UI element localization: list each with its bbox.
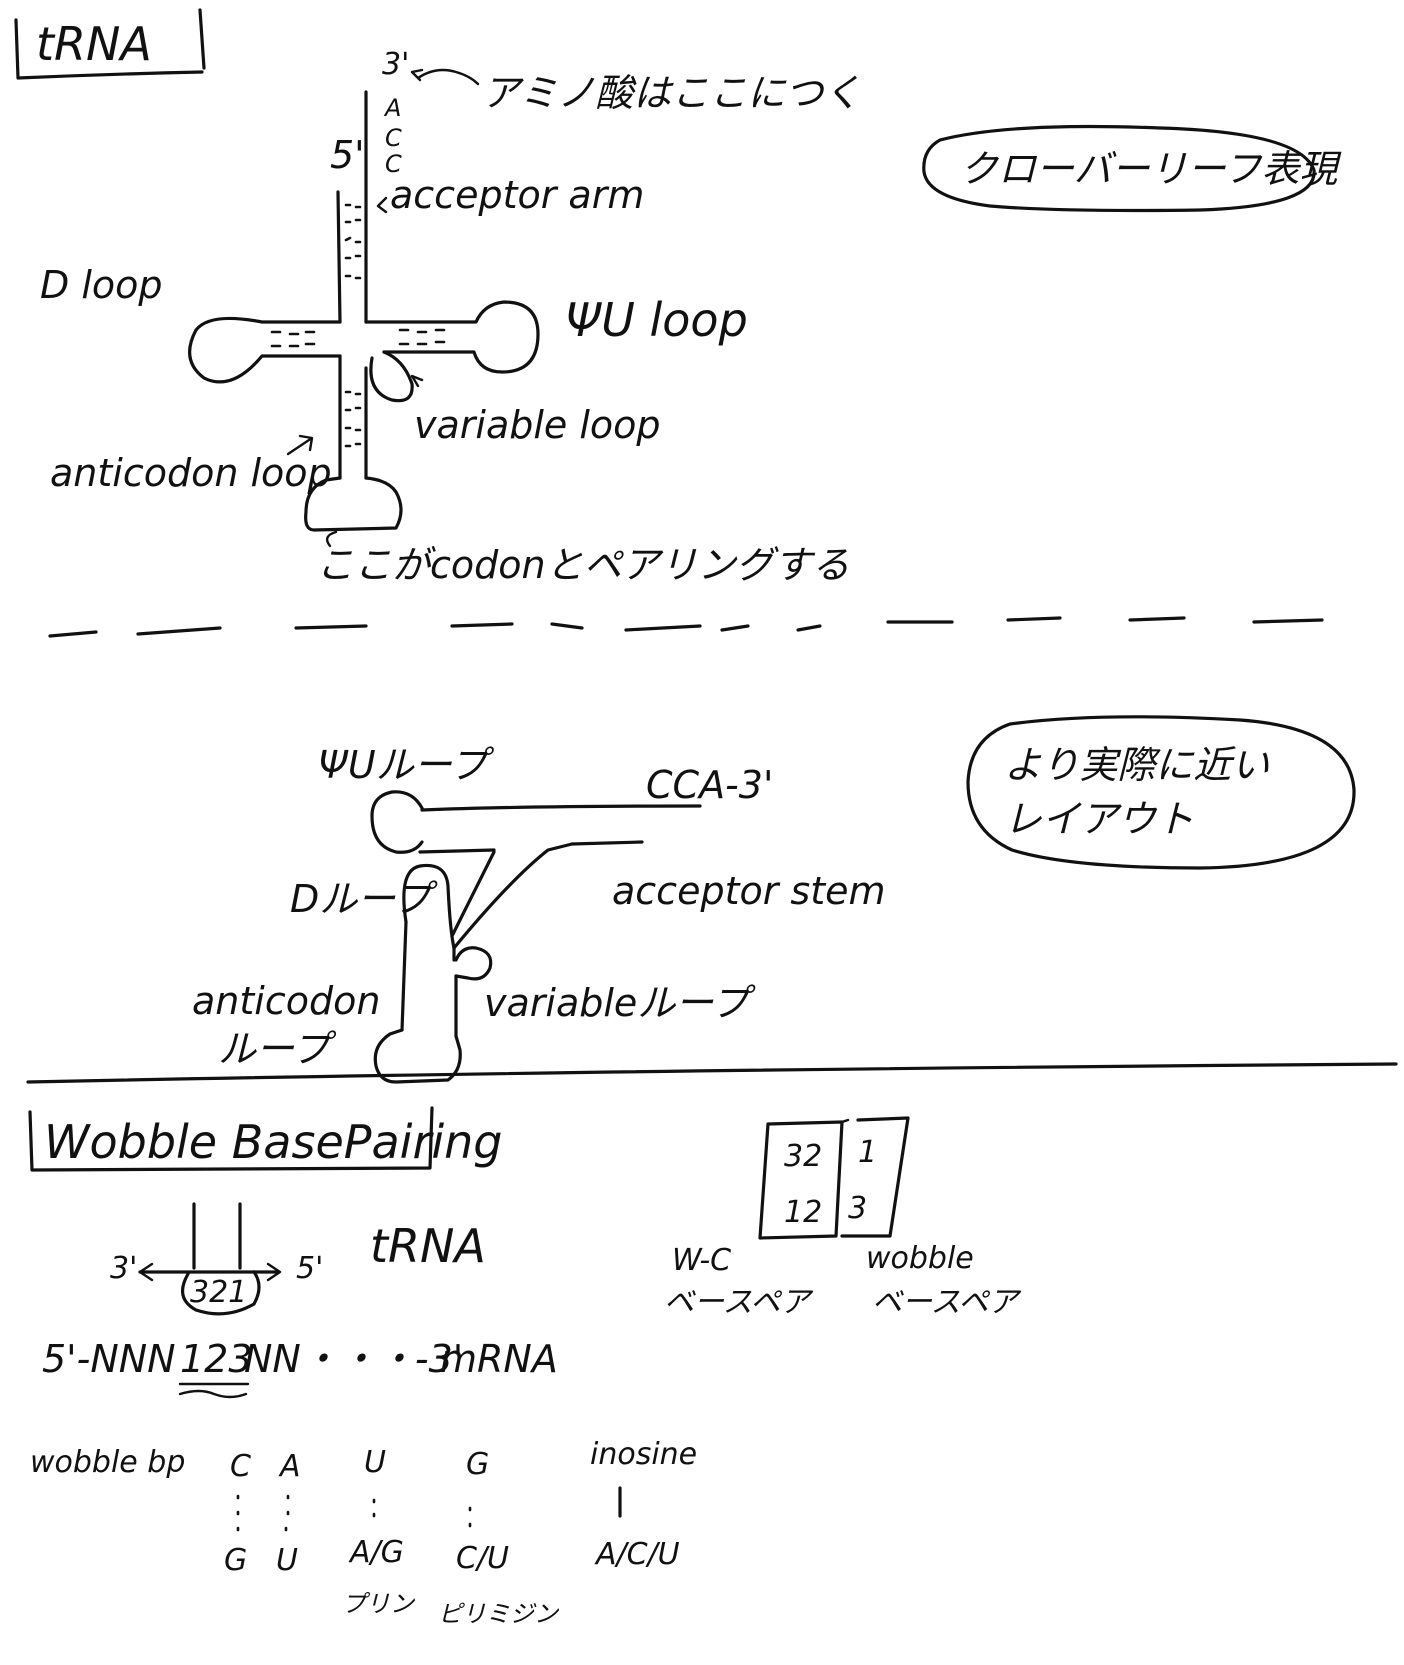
trna-five-prime: 5' <box>296 1251 323 1286</box>
acceptor-arm-label: acceptor arm <box>390 173 644 217</box>
acceptor-stem-bonds <box>344 203 362 280</box>
d-loop-label: D loop <box>40 263 163 307</box>
codon-note: ここがcodonとペアリングする <box>316 543 850 587</box>
wobble-pair-inosine: inosine A/C/U <box>590 1437 697 1572</box>
pairing-box: 32 1 12 3 W-C ベースペア wobble ベースペア <box>664 1116 1022 1320</box>
layout-badge-line2: レイアウト <box>1004 797 1194 841</box>
trna-label: tRNA <box>370 1219 486 1273</box>
section1-title-box: tRNA <box>14 8 206 80</box>
mrna-label: mRNA <box>440 1337 558 1381</box>
wobble-bp-label: wobble bp <box>30 1445 185 1480</box>
box-top-right: 1 <box>858 1135 877 1170</box>
cloverleaf-badge-text: クローバーリーフ表現 <box>960 147 1342 191</box>
aa-note: アミノ酸はここにつく <box>482 71 861 115</box>
pair-bottom: U <box>276 1543 298 1578</box>
pair-bottom: G <box>224 1543 247 1578</box>
wobble-label: wobble <box>866 1241 974 1276</box>
pair-note: プリン <box>342 1590 416 1618</box>
wobble-pair-a-u: A U <box>276 1449 301 1578</box>
acc-seq-3: C <box>385 150 402 178</box>
s2-psi-loop-label: ΨUループ <box>318 743 494 787</box>
s2-acceptor-stem-label: acceptor stem <box>612 869 886 913</box>
pair-bottom: A/G <box>348 1535 404 1570</box>
wc-label: W-C <box>672 1243 731 1278</box>
solid-separator <box>26 1062 1398 1084</box>
aa-arrow <box>416 68 480 86</box>
three-prime-label: 3' <box>382 47 409 82</box>
pair-top: C <box>230 1449 251 1484</box>
wc-sub: ベースペア <box>664 1285 814 1320</box>
l-shape-structure <box>370 790 702 1084</box>
anticodon-diagram: 321 3' 5' tRNA <box>110 1202 486 1316</box>
cloverleaf-badge: クローバーリーフ表現 <box>922 124 1342 213</box>
box-bottom-right: 3 <box>848 1191 867 1226</box>
anticodon-stem-bonds <box>344 390 362 448</box>
pair-bottom: C/U <box>456 1541 509 1576</box>
wobble-pair-g-cu: G C/U ピリミジン <box>438 1447 560 1628</box>
pair-bottom: A/C/U <box>594 1537 680 1572</box>
anticodon-loop-label: anticodon loop <box>50 451 332 495</box>
mrna-suffix: NN・・・-3' <box>244 1337 463 1381</box>
psi-loop-label: ΨU loop <box>565 293 748 347</box>
s2-anticodon-label-1: anticodon <box>192 979 380 1023</box>
s2-anticodon-label-2: ループ <box>218 1027 337 1071</box>
dashed-separator <box>48 616 1324 638</box>
cloverleaf-structure <box>188 90 540 532</box>
acc-seq-1: A <box>383 94 401 122</box>
s2-d-loop-label: Dループ <box>290 877 438 921</box>
pair-top: A <box>278 1449 301 1484</box>
five-prime-label: 5' <box>330 133 365 177</box>
anticodon-arrow <box>286 434 314 456</box>
pair-top: G <box>466 1447 489 1482</box>
layout-badge-line1: より実際に近い <box>1004 743 1269 787</box>
psi-arm-bonds <box>398 328 446 346</box>
d-arm-bonds <box>270 330 316 348</box>
s2-variable-loop-label: variableループ <box>484 981 756 1025</box>
s2-cca-label: CCA-3' <box>646 763 773 807</box>
layout-badge: より実際に近い レイアウト <box>966 715 1356 870</box>
anticodon-digits: 321 <box>190 1275 247 1310</box>
pair-top: inosine <box>590 1437 697 1472</box>
acc-seq-2: C <box>385 124 402 152</box>
mrna-line: 5'-NNN 123 NN・・・-3' mRNA <box>42 1337 558 1399</box>
trna-three-prime: 3' <box>110 1251 137 1286</box>
wobble-pair-u-ag: U A/G プリン <box>342 1445 416 1618</box>
wobble-sub: ベースペア <box>872 1285 1022 1320</box>
variable-loop-label: variable loop <box>414 403 661 447</box>
mrna-prefix: 5'-NNN <box>42 1337 176 1381</box>
wobble-pair-c-g: C G <box>224 1449 251 1578</box>
box-top-left: 32 <box>784 1139 822 1174</box>
variable-arrow <box>410 374 424 388</box>
wobble-title-box: Wobble BasePairing <box>28 1106 503 1172</box>
section1-title: tRNA <box>36 17 152 71</box>
pair-note: ピリミジン <box>438 1600 560 1628</box>
wobble-title: Wobble BasePairing <box>44 1115 503 1169</box>
pair-top: U <box>364 1445 386 1480</box>
mrna-codon: 123 <box>180 1337 253 1381</box>
box-bottom-left: 12 <box>784 1195 822 1230</box>
